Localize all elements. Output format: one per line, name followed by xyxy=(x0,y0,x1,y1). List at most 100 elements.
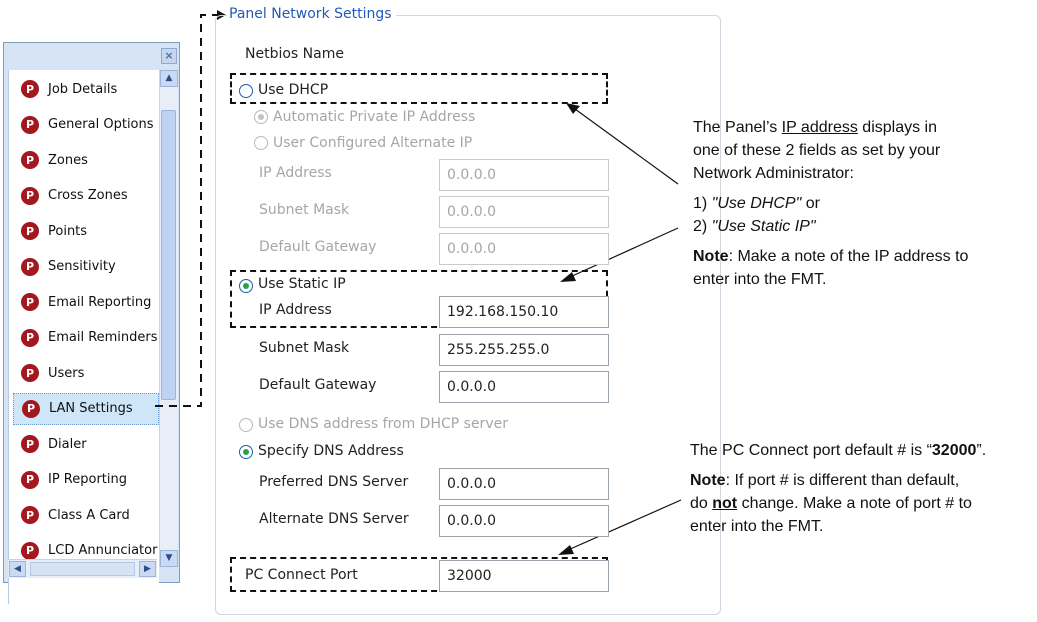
static-ip-field[interactable]: 192.168.150.10 xyxy=(439,296,609,328)
panel-logo-icon: P xyxy=(21,435,39,453)
use-static-ip-radio[interactable] xyxy=(239,279,253,293)
scroll-down-icon[interactable]: ▼ xyxy=(160,550,178,567)
panel-logo-icon: P xyxy=(21,257,39,276)
ip-note-note-line2: enter into the FMT. xyxy=(693,271,827,288)
specify-dns-label: Specify DNS Address xyxy=(258,443,404,459)
network-settings-panel xyxy=(215,15,721,615)
static-ip-label: IP Address xyxy=(259,302,332,318)
port-annotation: The PC Connect port default # is “32000”… xyxy=(690,439,986,538)
sidebar-item-job-details[interactable]: P Job Details xyxy=(13,73,159,105)
sidebar-item-zones[interactable]: P Zones xyxy=(13,144,159,176)
panel-logo-icon: P xyxy=(21,293,39,311)
use-dns-dhcp-label: Use DNS address from DHCP server xyxy=(258,416,508,432)
scroll-left-icon[interactable]: ◀ xyxy=(9,561,26,577)
sidebar-item-label: Email Reporting xyxy=(48,294,152,310)
use-static-ip-label: Use Static IP xyxy=(258,276,346,292)
sidebar-item-label: Email Reminders xyxy=(48,330,158,345)
sidebar-item-label: Dialer xyxy=(48,436,87,452)
netbios-label: Netbios Name xyxy=(245,46,344,62)
horizontal-scrollbar[interactable]: ◀ ▶ xyxy=(8,559,157,578)
vertical-scrollbar[interactable]: ▲ ▼ xyxy=(159,70,178,567)
scroll-thumb[interactable] xyxy=(161,110,176,400)
dhcp-subnet-field[interactable]: 0.0.0.0 xyxy=(439,196,609,228)
ip-address-link: IP address xyxy=(781,119,858,136)
close-icon[interactable]: × xyxy=(161,48,177,64)
ip-note-note: Note: Make a note of the IP address to xyxy=(693,248,969,265)
dhcp-ip-label: IP Address xyxy=(259,165,332,181)
sidebar-item-label: Zones xyxy=(48,152,88,168)
panel-logo-icon: P xyxy=(21,328,39,347)
specify-dns-radio[interactable] xyxy=(239,445,253,459)
sidebar-item-cross-zones[interactable]: P Cross Zones xyxy=(13,180,159,212)
hscroll-thumb[interactable] xyxy=(30,562,135,576)
pc-connect-label: PC Connect Port xyxy=(245,567,358,583)
sidebar-item-label: Points xyxy=(48,223,88,239)
port-note-line3: do not change. Make a note of port # to xyxy=(690,495,972,512)
port-note-line1: The PC Connect port default # is “32000”… xyxy=(690,442,987,459)
sidebar-item-lcd-annunciator[interactable]: P LCD Annunciator xyxy=(13,535,159,567)
sidebar-item-email-reporting[interactable]: P Email Reporting xyxy=(13,286,159,318)
use-dhcp-radio[interactable] xyxy=(239,84,253,98)
panel-logo-icon: P xyxy=(21,115,39,134)
dhcp-subnet-label: Subnet Mask xyxy=(259,202,350,218)
panel-logo-icon: P xyxy=(22,399,40,418)
scroll-right-icon[interactable]: ▶ xyxy=(139,561,156,577)
sidebar-item-sensitivity[interactable]: P Sensitivity xyxy=(13,251,159,283)
alternate-dns-label: Alternate DNS Server xyxy=(259,511,409,527)
use-dhcp-label: Use DHCP xyxy=(258,82,329,98)
dhcp-highlight-box xyxy=(230,73,608,104)
sidebar-item-label: IP Reporting xyxy=(48,472,128,487)
port-note-line4: enter into the FMT. xyxy=(690,518,824,535)
pc-connect-field[interactable]: 32000 xyxy=(439,560,609,592)
panel-logo-icon: P xyxy=(21,186,39,205)
ip-note-line1: The Panel’s IP address displays in xyxy=(693,119,938,136)
sidebar-item-points[interactable]: P Points xyxy=(13,215,159,247)
sidebar-item-label: Users xyxy=(48,365,85,381)
sidebar-item-label: Class A Card xyxy=(48,507,130,523)
port-note-note: Note: If port # is different than defaul… xyxy=(690,472,960,489)
ip-note-option1: 1) "Use DHCP" or xyxy=(693,195,820,212)
dhcp-gateway-field[interactable]: 0.0.0.0 xyxy=(439,233,609,265)
sidebar-item-email-reminders[interactable]: P Email Reminders xyxy=(13,322,159,354)
panel-logo-icon: P xyxy=(21,80,39,98)
dhcp-ip-field[interactable]: 0.0.0.0 xyxy=(439,159,609,191)
panel-logo-icon: P xyxy=(21,541,39,560)
auto-private-ip-label: Automatic Private IP Address xyxy=(273,109,476,125)
panel-title: Panel Network Settings xyxy=(227,6,396,22)
use-dns-dhcp-radio[interactable] xyxy=(239,418,253,432)
panel-logo-icon: P xyxy=(21,364,39,382)
preferred-dns-field[interactable]: 0.0.0.0 xyxy=(439,468,609,500)
user-configured-ip-label: User Configured Alternate IP xyxy=(273,135,473,151)
sidebar-item-label: Cross Zones xyxy=(48,188,128,203)
preferred-dns-label: Preferred DNS Server xyxy=(259,474,409,490)
static-subnet-label: Subnet Mask xyxy=(259,340,350,356)
sidebar-item-label: General Options xyxy=(48,117,154,132)
static-gateway-field[interactable]: 0.0.0.0 xyxy=(439,371,609,403)
ip-annotation: The Panel’s IP address displays in one o… xyxy=(693,116,968,291)
user-configured-ip-radio[interactable] xyxy=(254,136,268,150)
panel-logo-icon: P xyxy=(21,506,39,524)
sidebar-item-dialer[interactable]: P Dialer xyxy=(13,428,159,460)
sidebar-item-users[interactable]: P Users xyxy=(13,357,159,389)
sidebar-item-label: Job Details xyxy=(48,81,118,97)
panel-logo-icon: P xyxy=(21,222,39,240)
panel-logo-icon: P xyxy=(21,151,39,169)
dhcp-gateway-label: Default Gateway xyxy=(259,239,377,255)
auto-private-ip-radio[interactable] xyxy=(254,110,268,124)
alternate-dns-field[interactable]: 0.0.0.0 xyxy=(439,505,609,537)
sidebar-item-label: Sensitivity xyxy=(48,259,116,274)
ip-note-line3: Network Administrator: xyxy=(693,165,854,182)
static-subnet-field[interactable]: 255.255.255.0 xyxy=(439,334,609,366)
ip-note-line2: one of these 2 fields as set by your xyxy=(693,142,941,159)
sidebar-item-general-options[interactable]: P General Options xyxy=(13,109,159,141)
static-gateway-label: Default Gateway xyxy=(259,377,377,393)
scroll-up-icon[interactable]: ▲ xyxy=(160,70,178,87)
sidebar-item-class-a-card[interactable]: P Class A Card xyxy=(13,499,159,531)
sidebar-item-label: LCD Annunciator xyxy=(48,543,158,558)
ip-note-option2: 2) "Use Static IP" xyxy=(693,218,816,235)
